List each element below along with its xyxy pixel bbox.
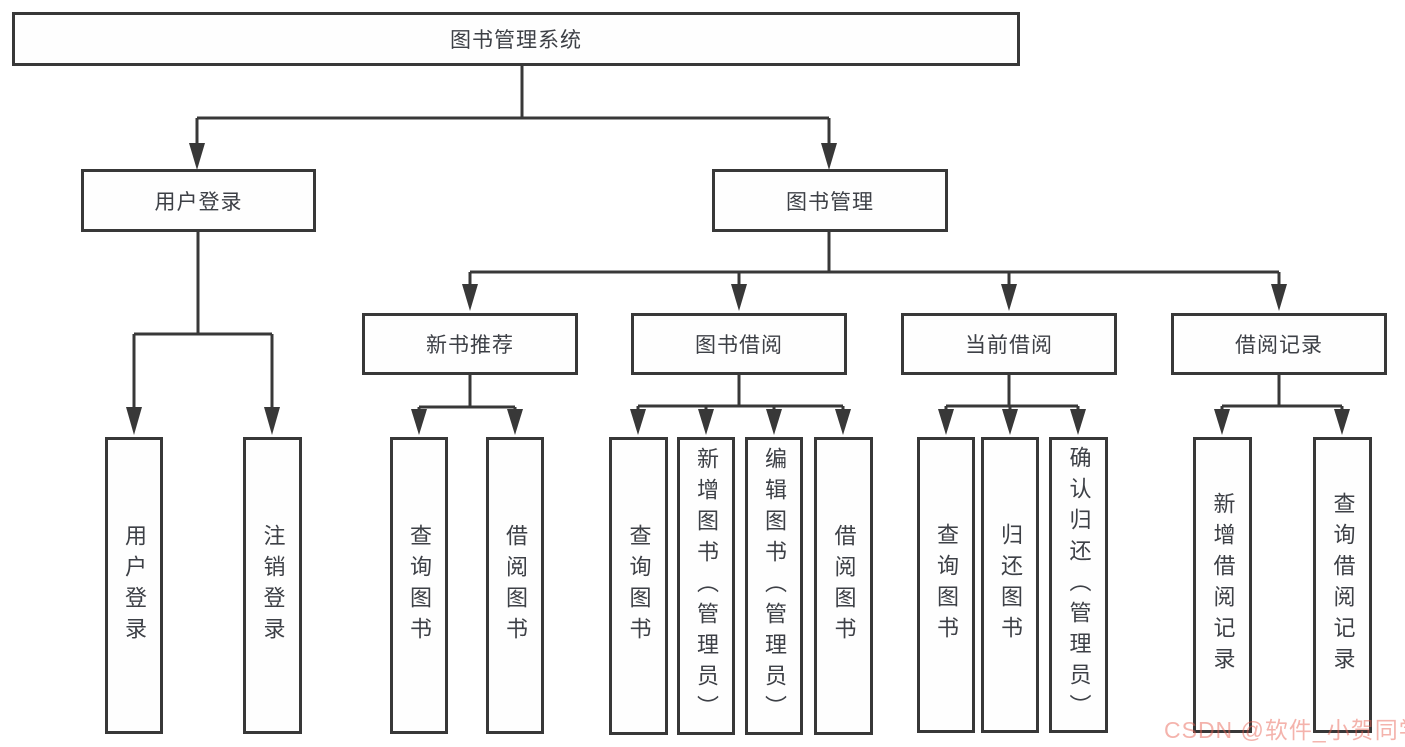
leaf-br-query-record: 查询借阅记录 [1313, 437, 1372, 733]
leaf-rec-query-books: 查询图书 [390, 437, 448, 734]
node-root: 图书管理系统 [12, 12, 1020, 66]
leaf-user-login: 用户登录 [105, 437, 163, 734]
leaf-bb-borrow-books-label: 借阅图书 [831, 524, 857, 648]
node-user-login-label: 用户登录 [154, 190, 243, 214]
leaf-cb-confirm-return-admin-label: 确认归还（管理员） [1066, 445, 1092, 725]
leaf-bb-query-books: 查询图书 [609, 437, 668, 735]
leaf-user-login-label: 用户登录 [122, 523, 147, 648]
node-current-borrow: 当前借阅 [901, 313, 1117, 375]
node-root-label: 图书管理系统 [450, 29, 582, 52]
leaf-cb-query-books: 查询图书 [917, 437, 975, 733]
leaf-br-add-record: 新增借阅记录 [1193, 437, 1252, 733]
leaf-cb-return-books-label: 归还图书 [998, 523, 1023, 647]
node-book-management-label: 图书管理 [786, 190, 874, 214]
node-new-book-recommend-label: 新书推荐 [426, 334, 514, 357]
leaf-bb-add-books-admin-label: 新增图书（管理员） [694, 446, 719, 726]
leaf-bb-edit-books-admin: 编辑图书（管理员） [745, 437, 803, 735]
leaf-br-add-record-label: 新增借阅记录 [1210, 492, 1236, 678]
leaf-rec-borrow-books: 借阅图书 [486, 437, 544, 734]
node-borrow-records-label: 借阅记录 [1235, 334, 1323, 357]
arrowheads [126, 143, 1350, 435]
node-borrow-records: 借阅记录 [1171, 313, 1387, 375]
leaf-cb-confirm-return-admin: 确认归还（管理员） [1049, 437, 1108, 733]
leaf-cb-return-books: 归还图书 [981, 437, 1039, 733]
leaf-rec-borrow-books-label: 借阅图书 [503, 523, 528, 648]
node-book-management: 图书管理 [712, 169, 948, 232]
leaf-cb-query-books-label: 查询图书 [934, 523, 959, 647]
leaf-logout: 注销登录 [243, 437, 302, 734]
leaf-br-query-record-label: 查询借阅记录 [1330, 492, 1356, 678]
csdn-watermark: CSDN @软件_小贺同学 [1164, 717, 1405, 743]
leaf-rec-query-books-label: 查询图书 [407, 523, 432, 648]
leaf-bb-query-books-label: 查询图书 [626, 524, 652, 648]
leaf-logout-label: 注销登录 [260, 523, 286, 648]
leaf-bb-edit-books-admin-label: 编辑图书（管理员） [762, 446, 787, 726]
leaf-bb-borrow-books: 借阅图书 [814, 437, 873, 735]
node-user-login: 用户登录 [81, 169, 316, 232]
node-new-book-recommend: 新书推荐 [362, 313, 578, 375]
node-book-borrow-label: 图书借阅 [695, 334, 783, 357]
node-current-borrow-label: 当前借阅 [965, 334, 1053, 357]
leaf-bb-add-books-admin: 新增图书（管理员） [677, 437, 735, 735]
node-book-borrow: 图书借阅 [631, 313, 847, 375]
